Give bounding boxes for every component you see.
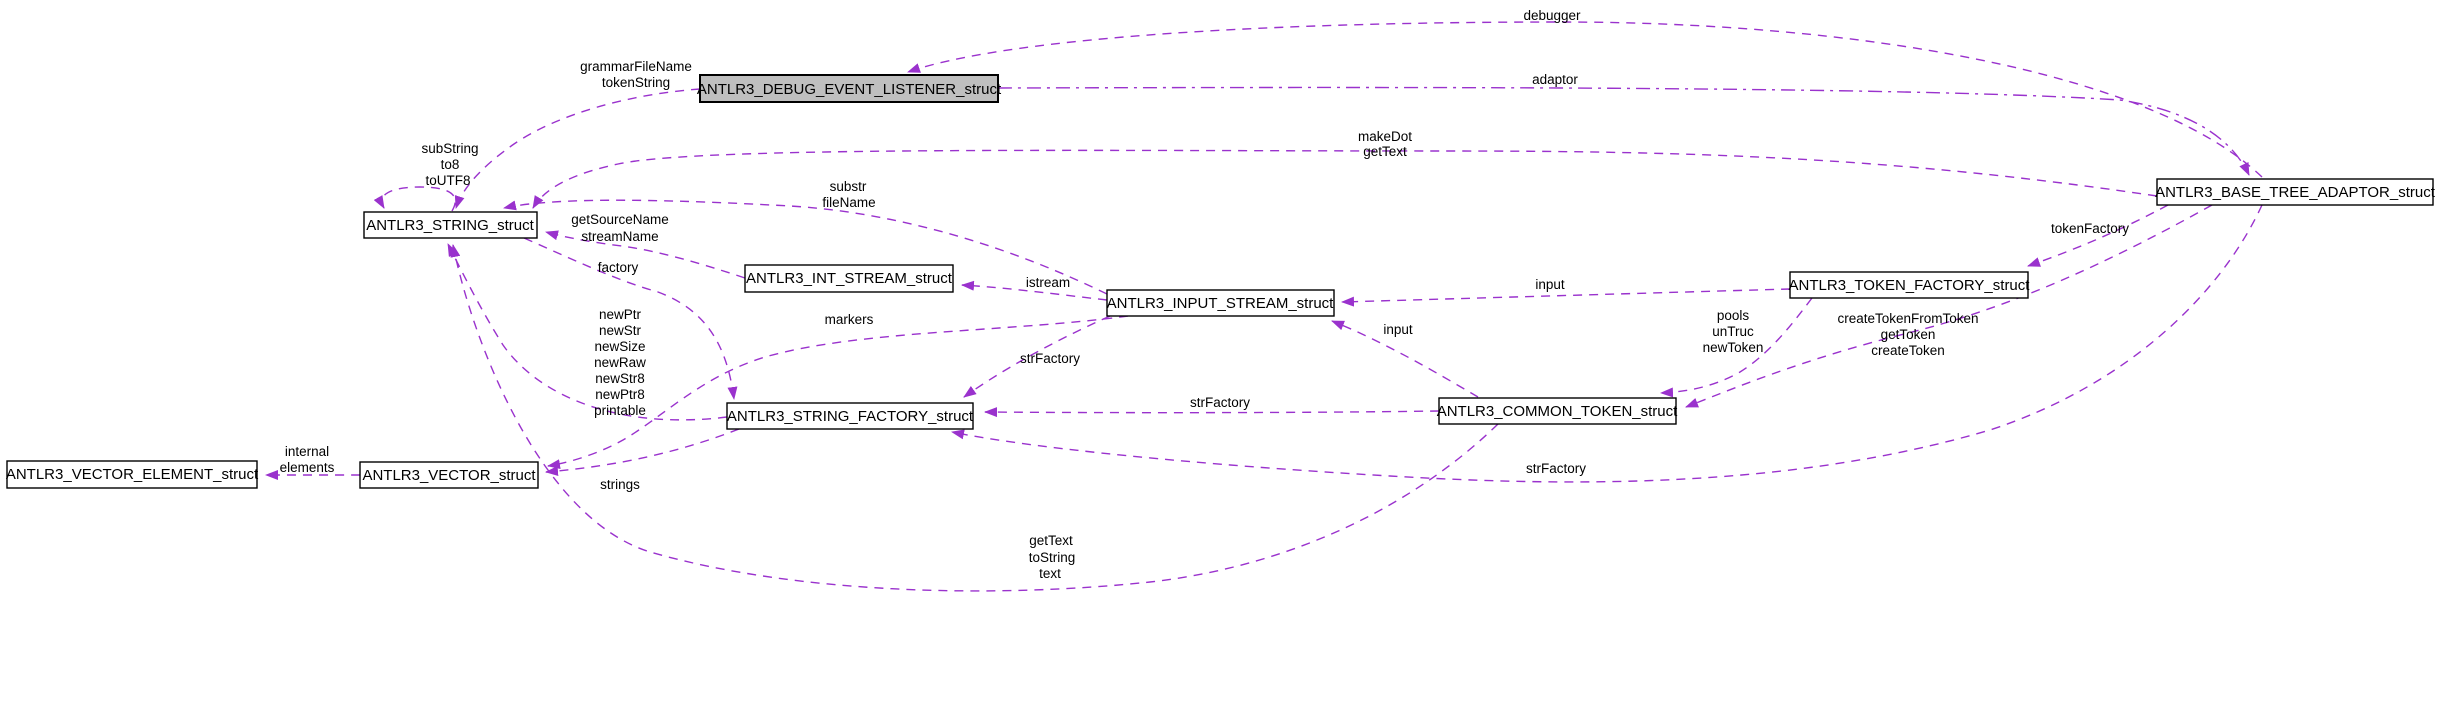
node-label: ANTLR3_DEBUG_EVENT_LISTENER_struct [697,81,1002,98]
edge-istream [961,280,1108,301]
edge-strfactory-from-input-stream [963,315,1111,398]
node-box [363,211,538,239]
edge-getsourcename-streamname [545,230,746,279]
node-box [2156,178,2434,206]
edge-label-newptr: newPtr [599,307,642,322]
edge-label-makedot: makeDot [1358,129,1412,144]
node-box [699,74,999,103]
node-box [726,402,974,430]
edge-label-getsourcename: getSourceName [571,212,669,227]
edge-strings [545,428,740,476]
edge-strfactory-from-adaptor [951,204,2263,483]
node-antlr3-base-tree-adaptor-struct[interactable]: ANTLR3_BASE_TREE_ADAPTOR_struct [2155,178,2436,206]
edge-createtoken-group [1685,204,2213,408]
edge-label-markers: markers [825,312,874,327]
edge-label-newstr: newStr [599,323,642,338]
edge-label-printable: printable [594,403,646,418]
edge-strfactory-from-common-token [984,407,1440,418]
edge-label-factory: factory [598,260,639,275]
edge-label-to8: to8 [441,157,460,172]
edge-label-streamname: streamName [581,229,658,244]
edge-label-strings: strings [600,477,640,492]
edge-input-from-token-factory [1341,288,1791,307]
edge-substring-self-loop [373,186,456,212]
edge-label-pools: pools [1717,308,1750,323]
edge-label-strfactory-1: strFactory [1020,351,1080,366]
edge-label-text: text [1039,566,1061,581]
node-box [1106,289,1335,317]
edge-label-newraw: newRaw [594,355,646,370]
edge-pools-group [1660,297,1813,398]
edge-label-strfactory-3: strFactory [1526,461,1586,476]
edge-label-tostring: toString [1029,550,1076,565]
node-label: ANTLR3_VECTOR_struct [362,467,536,484]
node-label: ANTLR3_BASE_TREE_ADAPTOR_struct [2155,184,2436,201]
edge-label-gettext: getText [1363,144,1407,159]
edge-label-gettext-2: getText [1029,533,1073,548]
node-label: ANTLR3_TOKEN_FACTORY_struct [1789,277,2031,294]
node-label: ANTLR3_COMMON_TOKEN_struct [1437,403,1678,420]
node-antlr3-string-factory-struct[interactable]: ANTLR3_STRING_FACTORY_struct [726,402,974,430]
edge-label-grammarfilename: grammarFileName [580,59,692,74]
edge-label-toutf8: toUTF8 [425,173,470,188]
edge-label-adaptor: adaptor [1532,72,1578,87]
node-label: ANTLR3_VECTOR_ELEMENT_struct [6,466,259,483]
node-box [1438,397,1677,425]
edge-input-from-common-token [1331,320,1479,398]
edge-debugger [907,21,2263,178]
node-antlr3-int-stream-struct[interactable]: ANTLR3_INT_STREAM_struct [744,264,954,293]
node-antlr3-string-struct[interactable]: ANTLR3_STRING_struct [363,211,538,239]
edge-label-strfactory-2: strFactory [1190,395,1250,410]
node-box [744,264,954,293]
edge-label-createtokenfromtoken: createTokenFromToken [1837,311,1978,326]
edge-label-substr: substr [830,179,867,194]
edge-tokenfactory [2027,204,2169,267]
edge-makedot-gettext [532,149,2158,209]
edge-label-newsize: newSize [594,339,645,354]
edge-labels: debugger adaptor grammarFileName tokenSt… [280,8,2130,581]
edge-label-newptr8: newPtr8 [595,387,645,402]
node-antlr3-common-token-struct[interactable]: ANTLR3_COMMON_TOKEN_struct [1437,397,1678,425]
edge-label-createtoken: createToken [1871,343,1945,358]
edge-label-untruc: unTruc [1712,324,1754,339]
edge-newptr-group [447,243,728,421]
edge-grammarfilename-tokenstring [454,88,701,209]
edge-label-newstr8: newStr8 [595,371,645,386]
node-box [1789,271,2029,299]
node-antlr3-token-factory-struct[interactable]: ANTLR3_TOKEN_FACTORY_struct [1789,271,2031,299]
node-label: ANTLR3_INPUT_STREAM_struct [1107,295,1335,312]
edge-adaptor [997,86,2250,176]
edge-factory [523,237,738,400]
edge-label-tokenstring: tokenString [602,75,670,90]
edge-substr-filename [503,199,1108,295]
edge-label-filename: fileName [822,195,875,210]
edge-label-debugger: debugger [1523,8,1581,23]
node-label: ANTLR3_INT_STREAM_struct [746,270,953,287]
edge-label-input-1: input [1535,277,1565,292]
edge-label-gettoken: getToken [1881,327,1936,342]
node-antlr3-input-stream-struct[interactable]: ANTLR3_INPUT_STREAM_struct [1106,289,1335,317]
node-box [359,461,539,489]
edges [265,21,2263,592]
edge-gettext-tostring-text [450,244,1499,592]
edge-label-tokenfactory: tokenFactory [2051,221,2129,236]
edge-label-substring: subString [421,141,478,156]
edge-label-input-2: input [1383,322,1413,337]
edge-label-internal: internal [285,444,329,459]
node-antlr3-vector-element-struct[interactable]: ANTLR3_VECTOR_ELEMENT_struct [6,460,259,489]
edge-label-elements: elements [280,460,335,475]
node-antlr3-vector-struct[interactable]: ANTLR3_VECTOR_struct [359,461,539,489]
node-label: ANTLR3_STRING_struct [366,217,534,234]
node-antlr3-debug-event-listener-struct[interactable]: ANTLR3_DEBUG_EVENT_LISTENER_struct [697,74,1002,103]
node-box [6,460,258,489]
edge-label-istream: istream [1026,275,1070,290]
node-label: ANTLR3_STRING_FACTORY_struct [727,408,974,425]
edge-markers [547,315,1129,470]
edge-label-newtoken: newToken [1703,340,1764,355]
